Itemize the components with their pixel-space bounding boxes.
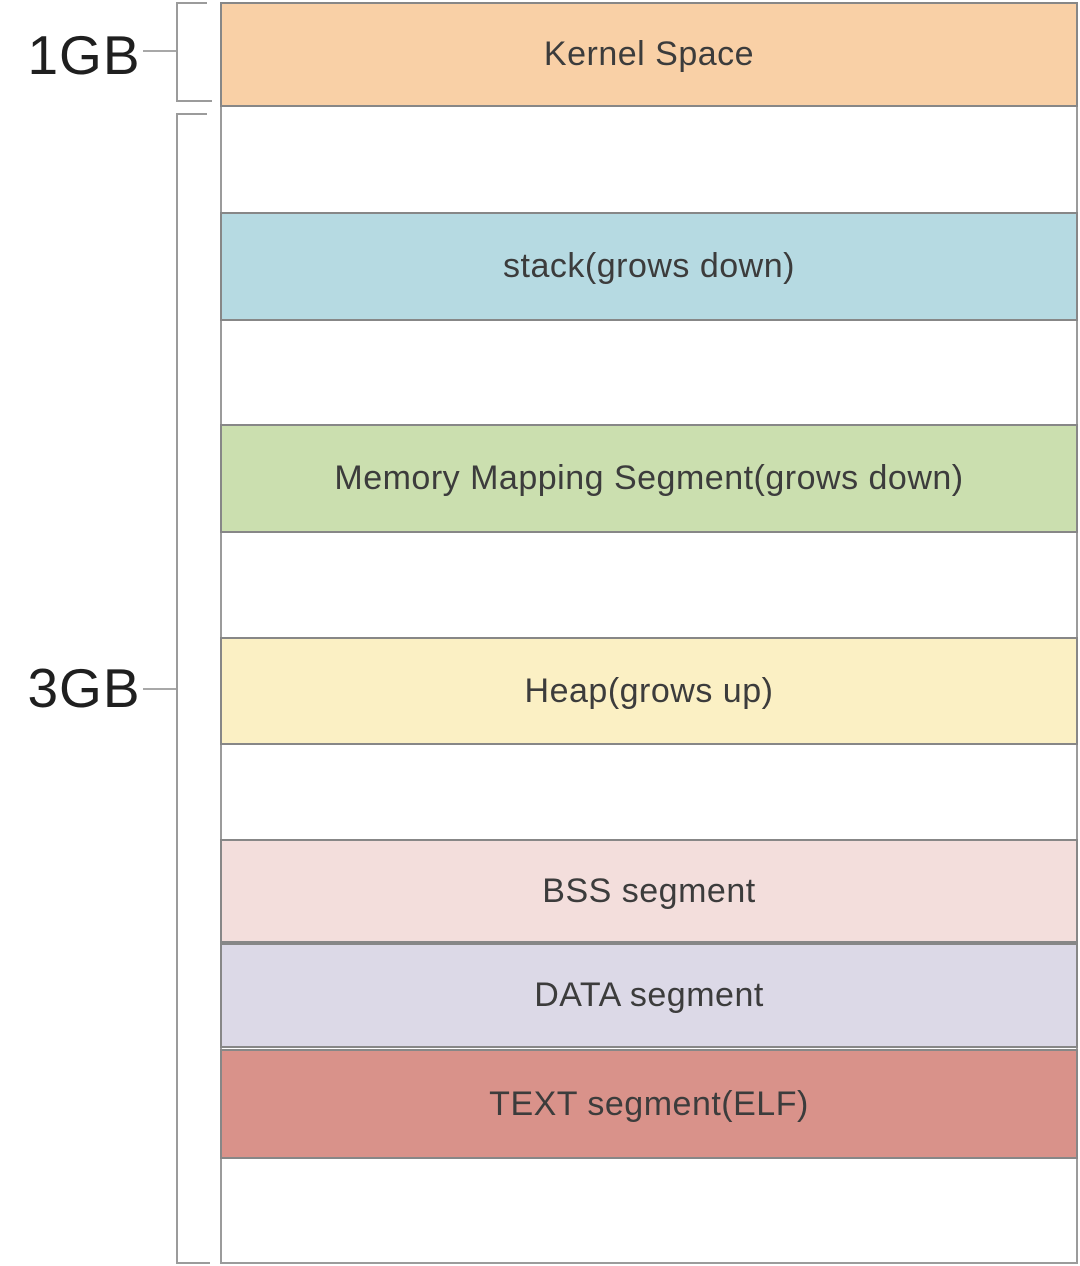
memory-segment-label: DATA segment bbox=[534, 976, 764, 1014]
memory-column: Kernel Space stack(grows down) Memory Mapp… bbox=[220, 2, 1078, 1264]
axis-label-3gb: 3GB bbox=[27, 657, 141, 719]
tick-line-3gb bbox=[143, 688, 177, 690]
memory-segment-kernel-space: Kernel Space bbox=[220, 2, 1078, 107]
tick-line-1gb bbox=[143, 50, 177, 52]
memory-segment-label: Heap(grows up) bbox=[524, 671, 774, 710]
memory-segment-label: TEXT segment(ELF) bbox=[489, 1084, 809, 1123]
memory-segment-bss: BSS segment bbox=[220, 839, 1078, 943]
memory-segment-heap: Heap(grows up) bbox=[220, 637, 1078, 745]
bracket-3gb-top-tick bbox=[176, 113, 207, 115]
memory-segment-label: stack(grows down) bbox=[503, 247, 795, 285]
memory-segment-memory-mapping: Memory Mapping Segment(grows down) bbox=[220, 424, 1078, 533]
bracket-3gb-vertical bbox=[176, 113, 178, 1264]
memory-segment-label: Kernel Space bbox=[543, 35, 755, 73]
axis-label-1gb: 1GB bbox=[27, 24, 141, 86]
bracket-1gb-bottom-tick bbox=[176, 100, 212, 102]
memory-segment-text: TEXT segment(ELF) bbox=[220, 1049, 1078, 1159]
bracket-3gb-bottom-tick bbox=[176, 1262, 210, 1264]
bracket-1gb-vertical bbox=[176, 2, 178, 102]
memory-segment-label: BSS segment bbox=[542, 871, 756, 910]
memory-segment-label: Memory Mapping Segment(grows down) bbox=[334, 459, 964, 497]
bracket-1gb-top-tick bbox=[176, 2, 207, 4]
memory-segment-data: DATA segment bbox=[220, 943, 1078, 1048]
memory-segment-stack: stack(grows down) bbox=[220, 212, 1078, 321]
